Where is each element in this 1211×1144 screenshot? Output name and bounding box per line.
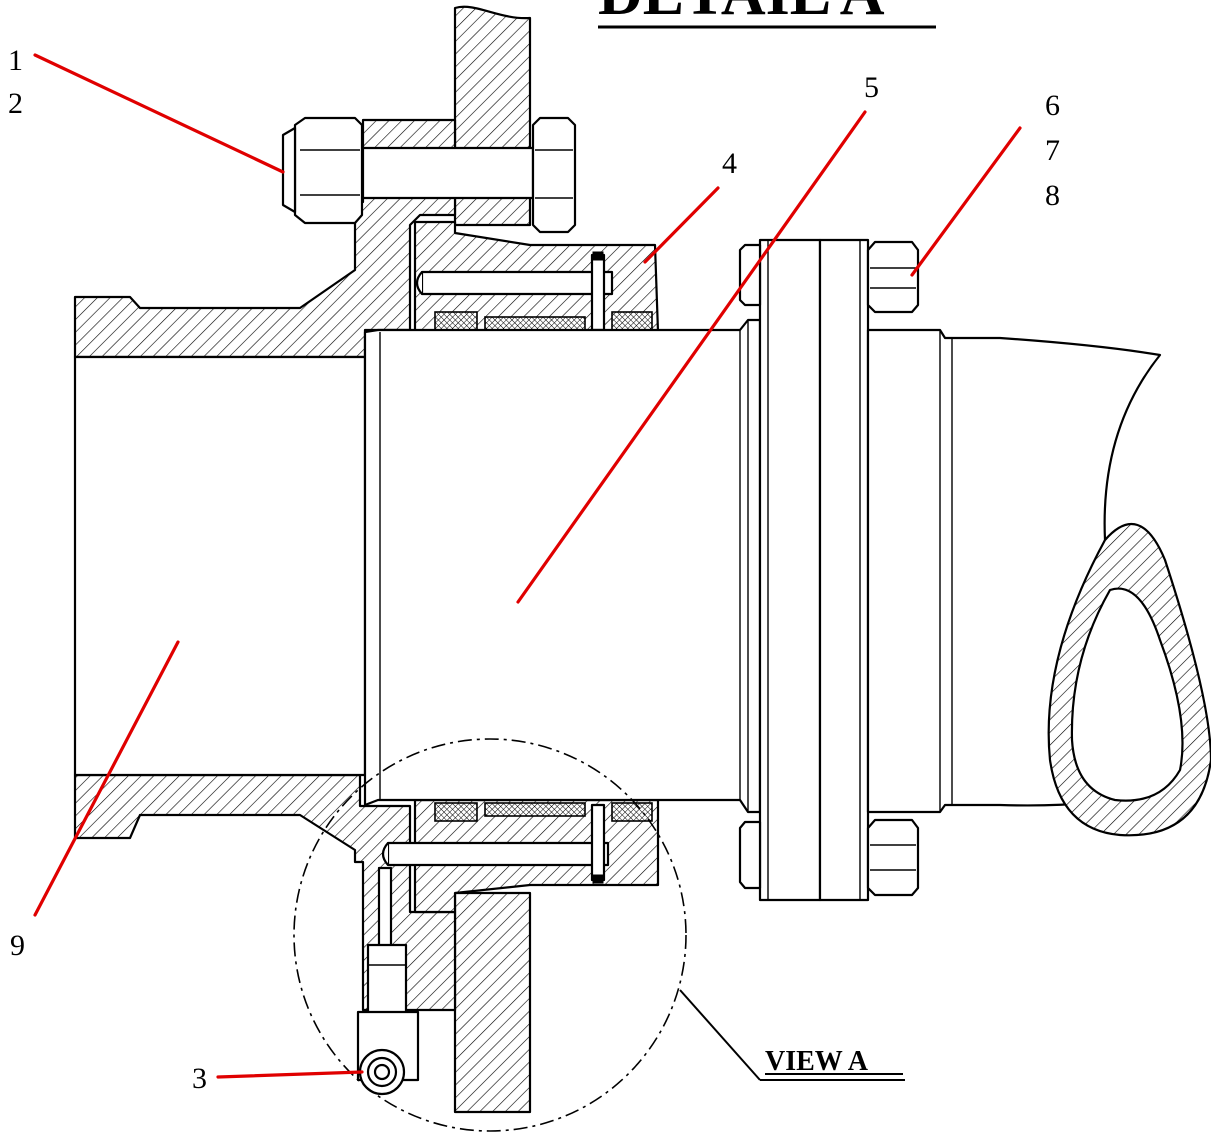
leader-1-2 [33,53,285,174]
part-label-1: 1 [8,44,23,77]
drain-valve [356,866,420,1096]
view-a-circle [293,738,687,1132]
flange-pair [738,238,920,902]
part-label-7: 7 [1045,134,1060,167]
packing-ring-upper-1 [434,311,478,331]
packing-ring-lower-2 [484,802,586,817]
view-a-label: VIEW A [765,1046,869,1077]
leader-4 [643,186,720,264]
part-label-4: 4 [722,147,737,180]
leader-9 [33,640,180,917]
part-label-6: 6 [1045,89,1060,122]
packing-ring-lower-3 [611,802,653,822]
part-label-2: 2 [8,87,23,120]
packing-ring-upper-3 [611,311,653,331]
detail-title: DETAIL A [598,0,885,28]
part-label-8: 8 [1045,179,1060,212]
sliding-pipe [363,318,762,814]
seal-bolt-upper [420,270,614,296]
part-label-3: 3 [192,1062,207,1095]
pipe-spool-bore [73,355,367,777]
leader-5 [516,110,867,604]
stud-bolt-assembly [281,116,577,234]
view-a-leader [679,989,761,1081]
pipe-spool-lower-wall [73,773,457,1012]
part-label-5: 5 [864,71,879,104]
bulkhead-wall-bottom [453,891,532,1114]
part-label-9: 9 [10,929,25,962]
packing-ring-upper-2 [484,316,586,331]
leader-3 [216,1070,364,1079]
packing-ring-lower-1 [434,802,478,822]
leader-6-7-8 [910,126,1022,277]
seal-bolt-lower [386,841,610,867]
